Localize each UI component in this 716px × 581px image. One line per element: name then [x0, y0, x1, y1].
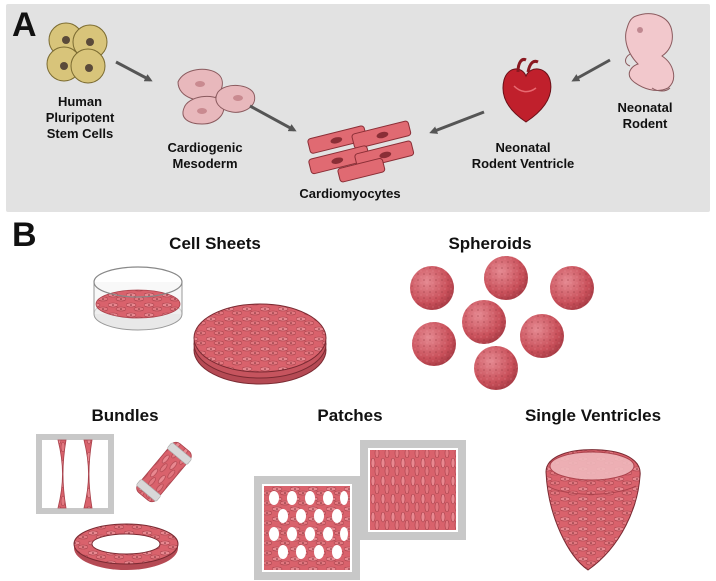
rodent-label-line2: Rodent: [622, 116, 668, 131]
spheroid: [410, 266, 454, 310]
hpsc-label-line2: Pluripotent: [45, 110, 115, 125]
cell-sheets-title: Cell Sheets: [169, 234, 261, 253]
spheroids-illustration: [410, 256, 594, 390]
rodent-icon: [625, 13, 675, 92]
heart-icon: [502, 58, 552, 123]
patch-sheet-illustration: [360, 440, 466, 540]
cell-sheets-dish-illustration: [93, 266, 183, 331]
ventricle-label: Neonatal Rodent Ventricle: [458, 140, 588, 172]
patch-mesh-illustration: [254, 476, 360, 580]
mesoderm-label: Cardiogenic Mesoderm: [150, 140, 260, 172]
patches-title: Patches: [317, 406, 383, 425]
spheroid: [462, 300, 506, 344]
spheroid: [474, 346, 518, 390]
ventricle-label-line2: Rodent Ventricle: [471, 156, 575, 171]
stem-cells-illustration: [46, 22, 108, 84]
hpsc-label-line3: Stem Cells: [46, 126, 114, 141]
spheroid: [520, 314, 564, 358]
mesoderm-label-line1: Cardiogenic: [167, 140, 243, 155]
spheroid: [484, 256, 528, 300]
cell-sheet-stack-illustration: [193, 303, 327, 385]
rodent-label-line1: Neonatal: [617, 100, 673, 115]
bundle-strip-illustration: [136, 441, 192, 503]
hpsc-label: Human Pluripotent Stem Cells: [20, 94, 140, 142]
bundle-ring-illustration: [73, 523, 179, 570]
hpsc-label-line1: Human: [57, 94, 103, 109]
rodent-label: Neonatal Rodent: [590, 100, 700, 132]
spheroids-title: Spheroids: [448, 234, 532, 253]
cardiomyocytes-illustration: [307, 120, 415, 183]
mesoderm-label-line2: Mesoderm: [172, 156, 238, 171]
spheroid: [412, 322, 456, 366]
spheroid: [550, 266, 594, 310]
cardiomyocytes-label: Cardiomyocytes: [270, 186, 430, 202]
panel-b-letter: B: [12, 216, 37, 254]
cardiomyocytes-label-line1: Cardiomyocytes: [299, 186, 401, 201]
mesoderm-cells-illustration: [177, 68, 256, 125]
ventricle-label-line1: Neonatal: [495, 140, 551, 155]
bundles-frame-illustration: [36, 434, 114, 514]
single-ventricle-illustration: [545, 449, 641, 571]
panel-a-letter: A: [12, 6, 37, 44]
single-ventricles-title: Single Ventricles: [524, 406, 662, 425]
bundles-title: Bundles: [91, 406, 159, 425]
